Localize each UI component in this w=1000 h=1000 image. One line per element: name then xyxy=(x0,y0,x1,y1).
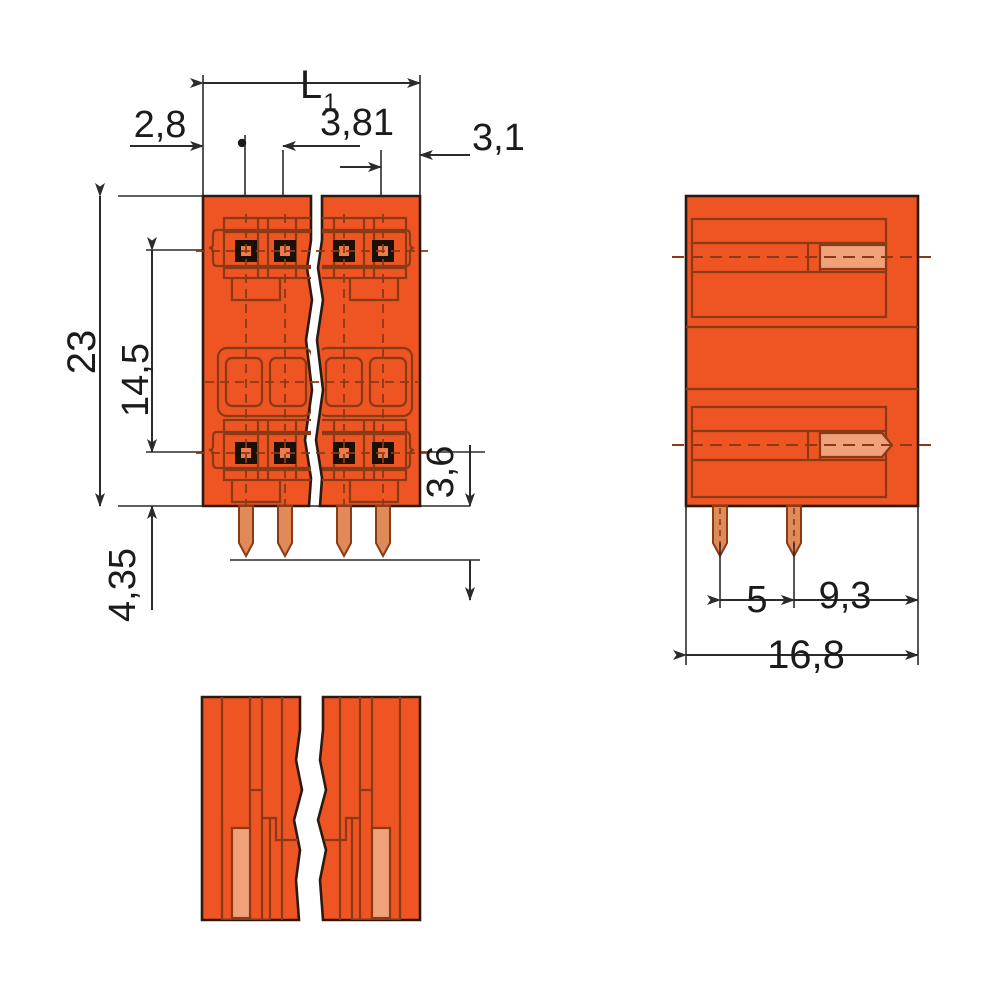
dim-14-5-label: 14,5 xyxy=(115,343,157,417)
front-body-right xyxy=(314,194,422,508)
front-pole-centerlines xyxy=(245,214,384,556)
side-pins xyxy=(712,505,802,559)
detail-body-right xyxy=(316,695,422,922)
detail-lines-right xyxy=(324,697,402,920)
dim-2-8-label: 2,8 xyxy=(134,104,187,146)
dim-4-35-label: 4,35 xyxy=(102,548,144,622)
side-internal-detail xyxy=(686,217,918,499)
front-pins xyxy=(238,505,391,559)
side-view: 5 9,3 16,8 xyxy=(672,194,932,677)
side-dimensions xyxy=(673,595,919,660)
front-extension-lines xyxy=(118,75,485,561)
dim-9-3-label: 9,3 xyxy=(819,575,872,617)
dim-23-label: 23 xyxy=(60,330,104,375)
dim-L1-subscript: 1 xyxy=(323,89,336,116)
front-view: L 1 2,8 3,81 3,1 23 14,5 4,35 3,6 xyxy=(60,63,525,622)
detail-body-left xyxy=(200,695,304,922)
dim-16-8-label: 16,8 xyxy=(767,633,845,677)
front-dimension-labels: L 1 2,8 3,81 3,1 23 14,5 4,35 3,6 xyxy=(60,63,525,622)
reference-dot-marker xyxy=(237,138,247,148)
dim-L1-label: L xyxy=(300,63,322,107)
dim-3-81-label: 3,81 xyxy=(320,102,394,144)
side-centerlines xyxy=(672,256,932,446)
detail-lines-left xyxy=(220,697,298,920)
dim-3-6-label: 3,6 xyxy=(420,446,462,499)
detail-view xyxy=(200,695,422,922)
dim-5-label: 5 xyxy=(746,579,767,621)
side-dimension-labels: 5 9,3 16,8 xyxy=(746,575,871,677)
front-level-centerlines xyxy=(196,250,428,454)
dim-3-1-label: 3,1 xyxy=(472,117,525,159)
front-dimensions xyxy=(95,78,475,610)
